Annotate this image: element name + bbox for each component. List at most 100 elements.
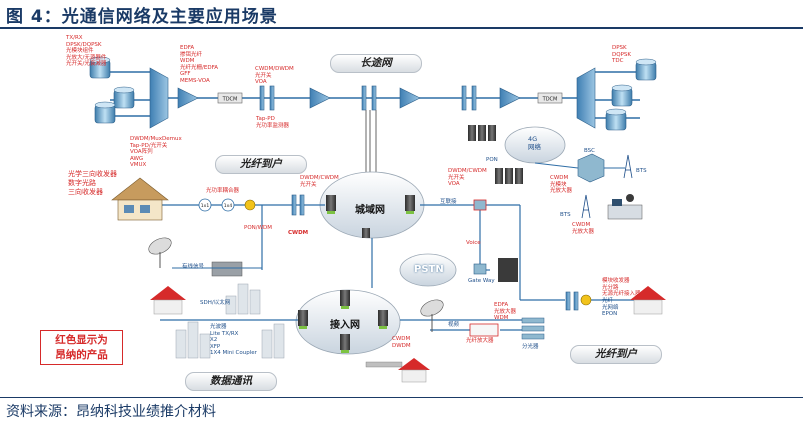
tdcm-box-left: [217, 92, 243, 104]
splitter-modules: [521, 317, 545, 340]
keyboard-icon: [365, 361, 403, 368]
office-buildings-2: [175, 321, 211, 359]
bts-tower-1: [623, 154, 633, 179]
source-rule: [0, 397, 803, 398]
fiber-amp-box: [469, 323, 499, 337]
label-tap-pd: Tap-PD 光功率监测器: [256, 116, 290, 129]
banner-fttx-left: 光纤到户: [215, 155, 307, 174]
bsc-icon: [577, 153, 605, 183]
label-cwdm-bts: CWDM 光模块 光放大器: [550, 175, 573, 194]
label-coupler-x2: 光波器 Lite TX/RX X2 XFP 1X4 Mini Coupler: [210, 324, 257, 356]
label-tx-rx: TX/RX DPSK/DQPSK 光模块组件 光放大/无源器件 光开关/光衰减器: [66, 35, 107, 67]
interconnect-icon: [473, 199, 487, 211]
label-voice: Voice: [466, 240, 481, 246]
pon-servers: [468, 125, 523, 184]
label-video: 视频: [448, 322, 460, 328]
transceiver-left-1: [89, 56, 111, 79]
server-metro-bottom: [362, 228, 370, 238]
office-buildings-1: [225, 283, 261, 315]
pstn-cloud: [399, 253, 457, 287]
metro-cloud-label: 城域网: [355, 205, 385, 216]
label-fiber-amp: 光纤放大器: [466, 338, 494, 344]
red-house-bottom: [398, 358, 430, 383]
label-cwdm-access: CWDM DWDM: [392, 336, 411, 349]
right-fttx-yellow: [580, 294, 592, 306]
gateway-icon: [473, 263, 487, 275]
label-sat-signal: 有线信号: [182, 264, 205, 270]
mux-right: [576, 67, 596, 129]
server-access-right: [378, 310, 388, 329]
label-fttx-right-note: 模块收发器 光分路 无源光纤接入器: [602, 278, 641, 297]
banner-long-haul: 长途网: [330, 54, 422, 73]
legend-note: 红色显示为 昂纳的产品: [40, 330, 123, 365]
transceiver-right-1: [635, 58, 657, 81]
label-cwdm-mid: CWDM: [288, 230, 309, 236]
satellite-dish-right: [420, 299, 444, 332]
server-access-left: [298, 310, 308, 329]
label-edfa-top: EDFA 掺铒光纤 WDM 光纤光栅/EDFA GFF MEMS-VOA: [180, 45, 218, 84]
server-metro-right: [405, 195, 415, 214]
mux-left: [149, 67, 169, 129]
banner-fttx-right: 光纤到户: [570, 345, 662, 364]
transceiver-left-2: [113, 86, 135, 109]
label-fttx-home: 光学三向收发器 数字光路 三向收发器: [68, 170, 117, 196]
oadm-top-right: [461, 85, 477, 111]
svg-text:1x1: 1x1: [201, 203, 210, 209]
svg-text:1x4: 1x4: [224, 203, 233, 209]
tdcm-box-right: [537, 92, 563, 104]
source-note: 资料来源：昂纳科技业绩推介材料: [6, 404, 216, 420]
label-sw-metro: DWDM/CWDM 光开关 VOA: [448, 168, 487, 187]
label-edfa-bottom: EDFA 光放大器 WDM: [494, 302, 517, 321]
server-metro-left: [326, 195, 336, 214]
label-gateway: Gate Way: [468, 278, 495, 284]
satellite-dish-left: [148, 237, 172, 268]
svg-text:TDCM: TDCM: [542, 97, 558, 103]
title-rule: [0, 27, 803, 29]
network-diagram: TDCM TDCM: [89, 56, 666, 383]
label-pon-wdm: PON/WDM: [244, 225, 273, 231]
amplifier-3: [399, 87, 421, 109]
transceiver-left-3: [94, 101, 116, 124]
cwdm-mid-filter: [291, 194, 305, 216]
label-pon: PON: [486, 157, 498, 163]
oadm-top-left: [259, 85, 275, 111]
label-dwdm-metro: DWDM/CWDM 光开关: [300, 175, 339, 188]
amplifier-2: [309, 87, 331, 109]
label-cwdm-bts2: CWDM 光放大器: [572, 222, 595, 235]
access-cloud-label: 接入网: [330, 320, 360, 331]
transceiver-right-3: [605, 108, 627, 131]
coupler-1x4: 1x4: [221, 198, 235, 212]
trunk-to-metro: [365, 110, 377, 178]
label-bsc: BSC: [584, 148, 596, 154]
right-fttx-filter: [565, 291, 579, 311]
label-mux-demux: DWDM/MuxDemux Tap-PD/光开关 VOA阵列 AWG VMUX: [130, 136, 182, 168]
coupler-1x1: 1x1: [198, 198, 212, 212]
label-right-node: 光纤 光网络 EPON: [602, 298, 619, 317]
telecom-switch: [498, 258, 518, 282]
amplifier-1: [177, 87, 199, 109]
oadm-top-mid: [361, 85, 377, 111]
pon-wdm-icon: [244, 199, 256, 211]
amplifier-4: [499, 87, 521, 109]
figure-title: 图 4：光通信网络及主要应用场景: [6, 7, 278, 27]
operator-desk: [607, 194, 643, 220]
server-access-top: [340, 290, 350, 309]
red-house-left: [150, 286, 186, 315]
4g-cloud-label: 4G 网络: [528, 135, 541, 151]
label-sdh: SDH/以太网: [200, 300, 231, 306]
satellite-receiver: [211, 261, 243, 277]
transceiver-right-2: [611, 84, 633, 107]
label-dpsk-right: DPSK DQPSK TDC: [612, 45, 631, 64]
svg-text:TDCM: TDCM: [222, 97, 238, 103]
pstn-cloud-label: PSTN: [414, 264, 444, 275]
banner-datacom: 数据通讯: [185, 372, 277, 391]
label-bts-1: BTS: [636, 168, 647, 174]
office-buildings-3: [261, 323, 285, 359]
server-access-bottom: [340, 334, 350, 353]
label-coupler: 光功率耦合器: [206, 188, 240, 194]
red-house-right: [630, 286, 666, 315]
label-splitter: 分光器: [522, 344, 539, 350]
bts-tower-2: [581, 194, 591, 219]
label-interconnect: 互联接: [440, 199, 457, 205]
